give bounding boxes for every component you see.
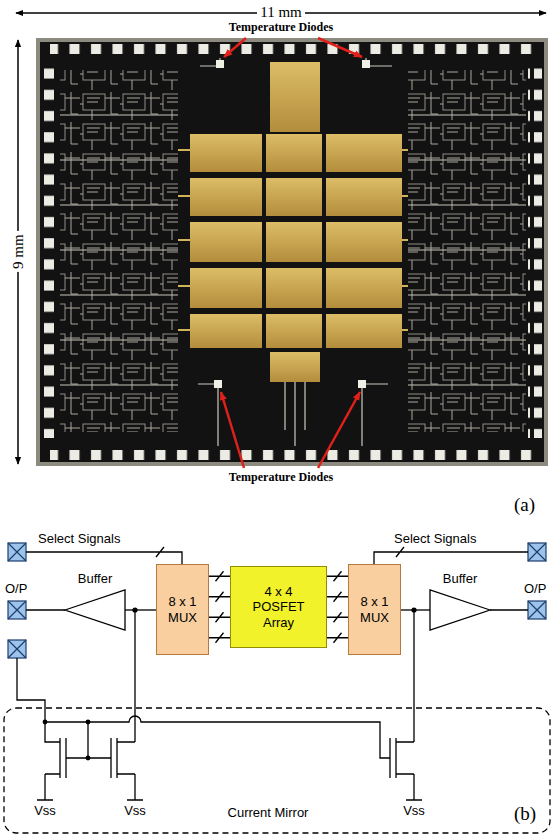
buffer-symbol: Buffer bbox=[65, 590, 125, 630]
pad bbox=[8, 640, 26, 658]
sensor-array-box: 4 x 4 POSFET Array bbox=[230, 566, 327, 648]
posfet-electrodes bbox=[190, 62, 402, 382]
bond-pads bbox=[50, 446, 535, 460]
chip-micrograph bbox=[36, 38, 548, 466]
callout-label: Temperature Diodes bbox=[226, 21, 336, 35]
electrode bbox=[326, 314, 402, 348]
callout-label: Temperature Diodes bbox=[229, 471, 333, 485]
panel-label: (b) bbox=[514, 803, 536, 825]
current-mirror-outline bbox=[4, 708, 550, 833]
callout-arrow bbox=[221, 392, 244, 468]
transistor-1-gate bbox=[60, 738, 111, 778]
callout-arrow bbox=[318, 392, 360, 468]
electrode bbox=[266, 178, 322, 216]
io-pads bbox=[8, 543, 546, 658]
mux-box: 8 x 1 MUX bbox=[348, 564, 401, 655]
buffer-label: Buffer bbox=[78, 571, 112, 587]
electrode bbox=[190, 268, 262, 308]
junction-dot bbox=[86, 720, 91, 725]
callout-arrow bbox=[318, 38, 362, 57]
chip-rim bbox=[36, 38, 548, 466]
pad-cross bbox=[528, 601, 546, 619]
electrode bbox=[270, 62, 320, 132]
box-label: 8 x 1 MUX bbox=[161, 594, 204, 625]
bond-pads bbox=[50, 44, 535, 58]
temperature-diode bbox=[214, 380, 222, 388]
gold-traces bbox=[178, 150, 408, 330]
buffer-outline bbox=[430, 590, 490, 630]
group-label: Current Mirror bbox=[228, 806, 309, 821]
dimension-label: 11 mm bbox=[257, 4, 305, 21]
buffer-triangle bbox=[430, 590, 490, 630]
electrode bbox=[266, 268, 322, 308]
electrode bbox=[266, 222, 322, 262]
gate-bias-wire bbox=[45, 716, 390, 758]
supply-label: Vss bbox=[403, 804, 425, 819]
pad bbox=[528, 543, 546, 561]
junction-dot bbox=[86, 756, 91, 761]
supply-label: Vss bbox=[34, 804, 56, 819]
pin-label: O/P bbox=[524, 582, 546, 597]
electrode bbox=[326, 222, 402, 262]
signal-label: Select Signals bbox=[38, 532, 120, 547]
supply-label: Vss bbox=[124, 804, 146, 819]
schematic-wires bbox=[4, 547, 550, 833]
bus-connector bbox=[209, 571, 230, 643]
pad bbox=[8, 543, 26, 561]
temperature-diode bbox=[362, 60, 370, 68]
callout-arrow bbox=[224, 38, 246, 57]
bond-pads bbox=[528, 66, 542, 438]
junction-dot bbox=[43, 720, 48, 725]
output-wire bbox=[490, 609, 528, 610]
electrode bbox=[270, 352, 320, 382]
electrode bbox=[326, 134, 402, 172]
signal-label: Select Signals bbox=[394, 532, 476, 547]
circuit-block bbox=[408, 70, 526, 432]
transistor-1 bbox=[17, 658, 60, 800]
pad bbox=[8, 601, 26, 619]
buffer-label: Buffer bbox=[443, 571, 477, 587]
box-label: 4 x 4 POSFET Array bbox=[243, 584, 314, 631]
circuit-wires bbox=[60, 115, 526, 385]
buffer-outline bbox=[65, 590, 125, 630]
output-wire bbox=[26, 609, 65, 610]
electrode bbox=[266, 314, 322, 348]
panel-label: (a) bbox=[514, 494, 535, 516]
box-label: 8 x 1 MUX bbox=[353, 594, 396, 625]
pad-cross bbox=[8, 601, 26, 619]
electrode bbox=[266, 134, 322, 172]
mux-box: 8 x 1 MUX bbox=[156, 564, 209, 655]
transistor-2 bbox=[111, 610, 143, 800]
temperature-diode bbox=[216, 60, 224, 68]
electrode bbox=[190, 178, 262, 216]
select-wire bbox=[26, 547, 182, 564]
electrode bbox=[326, 268, 402, 308]
pad-cross bbox=[8, 543, 26, 561]
pad-cross bbox=[8, 640, 26, 658]
bus-connector bbox=[327, 571, 348, 643]
buffer-triangle bbox=[65, 590, 125, 630]
dimension-label: 9 mm bbox=[9, 232, 26, 273]
electrode bbox=[190, 222, 262, 262]
buffer-symbol: Buffer bbox=[430, 590, 490, 630]
signal-wire bbox=[125, 609, 156, 610]
electrode bbox=[190, 134, 262, 172]
select-wire bbox=[374, 547, 528, 564]
electrode bbox=[190, 314, 262, 348]
signal-wire bbox=[401, 609, 430, 610]
electrode bbox=[326, 178, 402, 216]
pin-label: O/P bbox=[5, 582, 27, 597]
temperature-diode bbox=[358, 380, 366, 388]
circuit-block bbox=[60, 70, 178, 432]
diode-wires bbox=[198, 58, 392, 446]
chip-die bbox=[40, 42, 544, 462]
pad-cross bbox=[528, 543, 546, 561]
pad bbox=[528, 601, 546, 619]
bond-pads bbox=[42, 66, 56, 438]
